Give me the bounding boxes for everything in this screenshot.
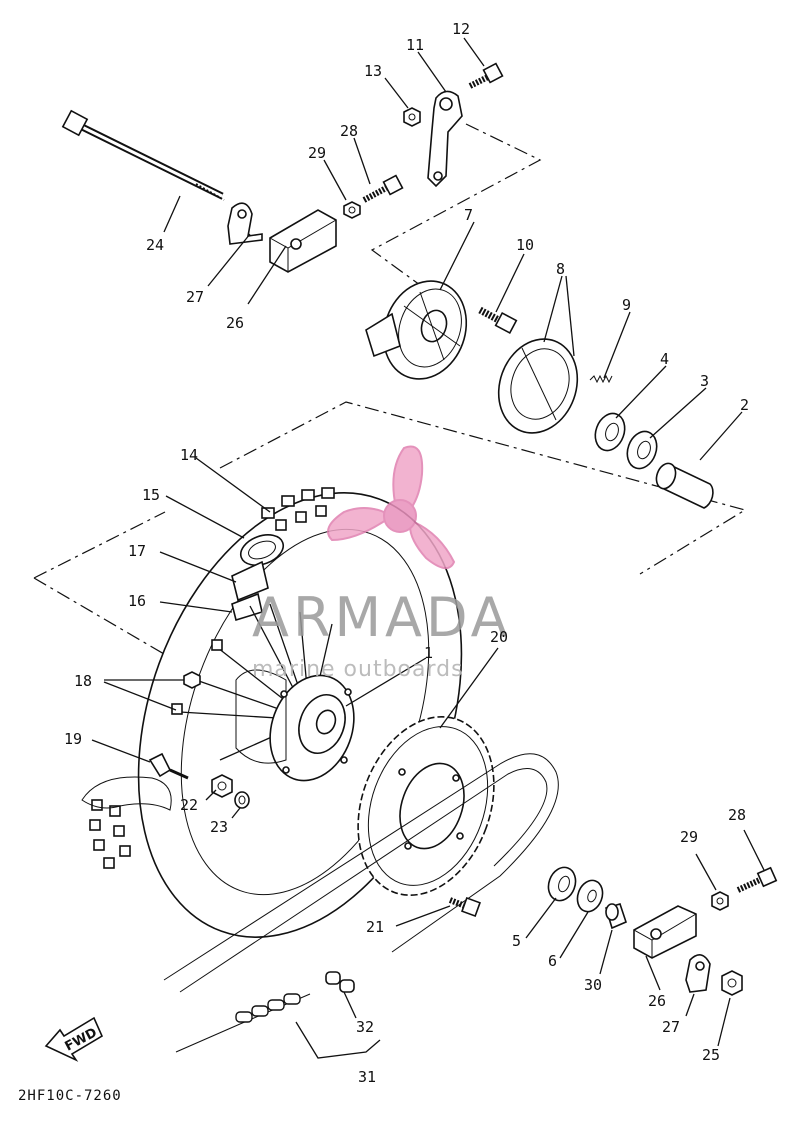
rear-hub-1 [235, 669, 355, 782]
spring-9 [589, 374, 613, 384]
callout-29-top: 29 [308, 144, 326, 162]
callout-6: 6 [548, 952, 557, 970]
bolt-28-top [362, 174, 404, 203]
bearing-5 [547, 866, 577, 902]
callout-30: 30 [584, 976, 602, 994]
callout-16: 16 [128, 592, 146, 610]
brake-shoe-plate-7 [365, 280, 468, 380]
callout-26-bottom: 26 [648, 992, 666, 1010]
watermark-brand-text: ARMADA [252, 586, 512, 649]
callout-24: 24 [146, 236, 164, 254]
callout-1: 1 [424, 644, 433, 662]
bolt-28-bottom [736, 866, 778, 893]
chain-puller-26-top [269, 209, 337, 273]
rim-band-17 [231, 560, 269, 602]
master-link-32 [325, 971, 355, 993]
oil-seal-6 [576, 879, 604, 913]
callout-27-top: 27 [186, 288, 204, 306]
washer-23 [234, 791, 250, 809]
callout-leader-lines [91, 37, 765, 1059]
callout-20: 20 [490, 628, 508, 646]
callout-10: 10 [516, 236, 534, 254]
brake-arm-11 [427, 90, 463, 188]
adjuster-plate-27-bottom [685, 954, 711, 993]
callout-28-top: 28 [340, 122, 358, 140]
nut-22 [211, 774, 233, 798]
callout-5: 5 [512, 932, 521, 950]
callout-2: 2 [740, 396, 749, 414]
nipples-18 [171, 639, 223, 715]
bearing-4 [594, 412, 626, 452]
callout-4: 4 [660, 350, 669, 368]
callout-27-bottom: 27 [662, 1018, 680, 1036]
nut-25 [721, 970, 743, 996]
callout-22: 22 [180, 796, 198, 814]
callout-32: 32 [356, 1018, 374, 1036]
brake-camshaft-10 [478, 306, 518, 335]
callout-12: 12 [452, 20, 470, 38]
callout-25: 25 [702, 1046, 720, 1064]
diagram-code: 2HF10C-7260 [18, 1088, 122, 1104]
callout-9: 9 [622, 296, 631, 314]
spacer-2 [655, 462, 714, 509]
valve-19 [81, 752, 189, 811]
brake-shoes-8 [497, 338, 579, 434]
callout-7: 7 [464, 206, 473, 224]
collar-30 [605, 903, 627, 930]
nut-29-top [343, 201, 361, 219]
callout-19: 19 [64, 730, 82, 748]
callout-29-bottom: 29 [680, 828, 698, 846]
nut-29-bottom [711, 891, 729, 911]
callout-17: 17 [128, 542, 146, 560]
armada-watermark: ARMADA marine outboards [252, 445, 512, 682]
callout-26-top: 26 [226, 314, 244, 332]
callout-31: 31 [358, 1068, 376, 1086]
callout-23: 23 [210, 818, 228, 836]
watermark-tagline-text: marine outboards [252, 657, 464, 682]
inner-tube-15 [239, 534, 285, 566]
nut-13 [403, 107, 421, 127]
drive-chain-31 [163, 753, 559, 1053]
callout-28-bottom: 28 [728, 806, 746, 824]
callout-3: 3 [700, 372, 709, 390]
callout-14: 14 [180, 446, 198, 464]
bolt-21 [448, 897, 481, 917]
bearing-3 [626, 430, 658, 470]
adjuster-plate-27-top [227, 202, 263, 245]
callout-15: 15 [142, 486, 160, 504]
callout-13: 13 [364, 62, 382, 80]
callout-labels: 12 11 13 28 29 7 10 8 9 4 3 2 24 27 26 1… [64, 20, 749, 1086]
callout-21: 21 [366, 918, 384, 936]
chain-puller-26-bottom [633, 905, 697, 959]
callout-18: 18 [74, 672, 92, 690]
bolt-12 [468, 62, 504, 89]
propeller-logo-icon [327, 445, 456, 569]
forward-arrow-icon: FWD [44, 1016, 104, 1062]
callout-8: 8 [556, 260, 565, 278]
axle-part [61, 109, 225, 201]
callout-11: 11 [406, 36, 424, 54]
